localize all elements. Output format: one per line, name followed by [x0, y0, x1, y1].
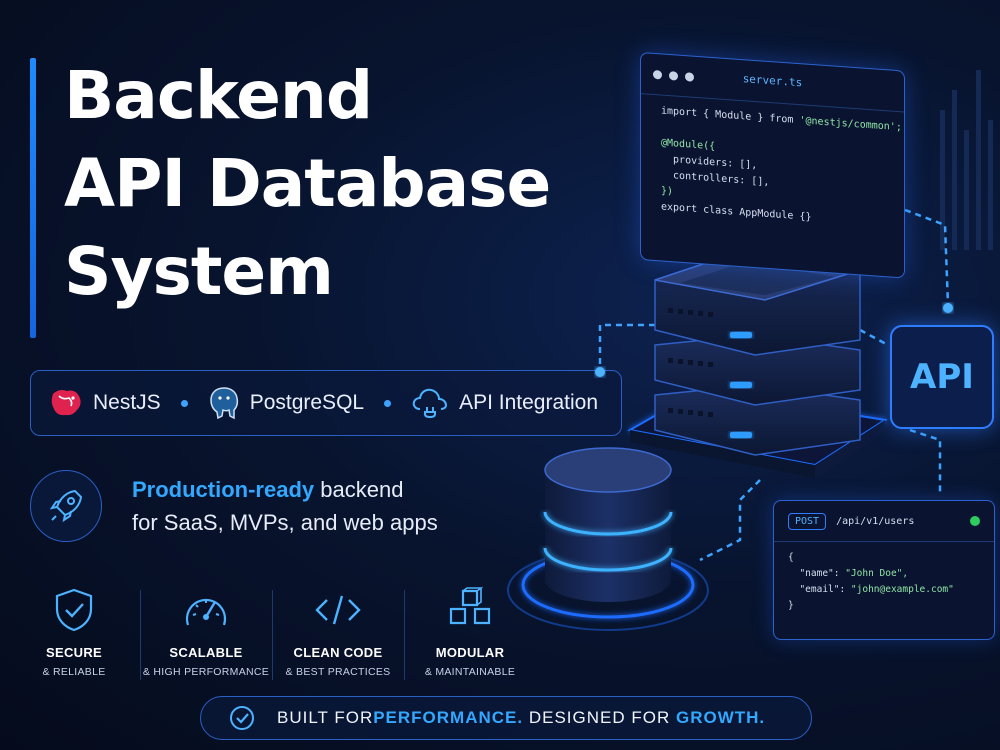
production-ready-section: Production-ready backend for SaaS, MVPs,…: [30, 470, 438, 542]
status-indicator: [970, 516, 980, 526]
feature-scalable: SCALABLE & HIGH PERFORMANCE: [140, 585, 272, 680]
api-request-panel: POST /api/v1/users { "name": "John Doe",…: [773, 500, 995, 640]
feature-subtitle: & BEST PRACTICES: [285, 666, 391, 678]
cloud-plug-icon: [412, 388, 448, 419]
banner-text-2: DESIGNED FOR: [523, 708, 676, 727]
feature-secure: SECURE & RELIABLE: [8, 585, 140, 678]
feature-title: SCALABLE: [169, 645, 243, 660]
tech-postgresql: PostgreSQL: [208, 386, 364, 420]
separator-dot: [384, 399, 392, 407]
title-accent-bar: [30, 58, 36, 338]
connector-node: [595, 367, 605, 377]
rocket-badge: [30, 470, 102, 542]
tagline-line-1: backend: [314, 477, 404, 502]
banner-highlight-2: GROWTH.: [675, 708, 766, 727]
tech-nestjs-label: NestJS: [93, 391, 161, 414]
banner-highlight-1: PERFORMANCE.: [373, 708, 524, 727]
api-badge: API: [890, 325, 994, 429]
speedometer-icon: [185, 598, 227, 626]
modular-cubes-icon: [449, 587, 491, 625]
request-header: POST /api/v1/users: [774, 501, 994, 542]
tagline-highlight: Production-ready: [132, 477, 315, 502]
feature-subtitle: & MAINTAINABLE: [424, 666, 516, 678]
postgresql-logo-icon: [209, 387, 238, 420]
title-line-2: API Database: [64, 145, 551, 222]
code-content: import { Module } from '@nestjs/common';…: [661, 105, 902, 223]
connector-lines: [598, 208, 950, 562]
code-editor-window: server.ts import { Module } from '@nestj…: [640, 52, 905, 279]
tech-nestjs: NestJS: [49, 388, 161, 418]
feature-modular: MODULAR & MAINTAINABLE: [404, 585, 536, 680]
check-circle-icon: [229, 705, 255, 731]
server-unit-middle: [654, 334, 861, 406]
endpoint-path: /api/v1/users: [836, 515, 915, 527]
title-line-1: Backend: [64, 57, 373, 134]
feature-subtitle: & RELIABLE: [42, 666, 106, 678]
feature-subtitle: & HIGH PERFORMANCE: [142, 666, 270, 678]
tech-api-integration-label: API Integration: [459, 391, 599, 414]
feature-title: MODULAR: [435, 645, 505, 660]
page-title: Backend API Database System: [64, 52, 551, 316]
request-body: { "name": "John Doe", "email": "john@exa…: [788, 552, 954, 611]
code-brackets-icon: [315, 595, 361, 625]
rocket-icon: [49, 489, 83, 523]
code-filename: server.ts: [742, 72, 803, 90]
separator-dot: [180, 399, 188, 407]
title-line-3: System: [64, 233, 334, 310]
http-method-badge: POST: [788, 512, 827, 530]
tagline-line-2: for SaaS, MVPs, and web apps: [132, 510, 438, 535]
feature-list: SECURE & RELIABLE SCALABLE & HIGH PERFOR…: [8, 585, 536, 680]
database-cylinder: [507, 447, 709, 631]
tech-stack-strip: NestJS PostgreSQL API Integration: [30, 370, 622, 436]
banner-text-1: BUILT FOR: [277, 708, 374, 727]
tagline: Production-ready backend for SaaS, MVPs,…: [132, 473, 438, 539]
tech-api-integration: API Integration: [411, 387, 598, 419]
connector-node: [943, 303, 953, 313]
decorative-bars: [940, 70, 993, 250]
tech-postgresql-label: PostgreSQL: [249, 391, 365, 414]
bottom-banner: BUILT FOR PERFORMANCE. DESIGNED FOR GROW…: [200, 696, 812, 740]
nestjs-logo-icon: [51, 390, 81, 416]
feature-title: CLEAN CODE: [293, 645, 383, 660]
server-stack: [654, 249, 861, 456]
shield-check-icon: [55, 588, 93, 632]
feature-title: SECURE: [46, 645, 102, 660]
feature-clean-code: CLEAN CODE & BEST PRACTICES: [272, 585, 404, 680]
